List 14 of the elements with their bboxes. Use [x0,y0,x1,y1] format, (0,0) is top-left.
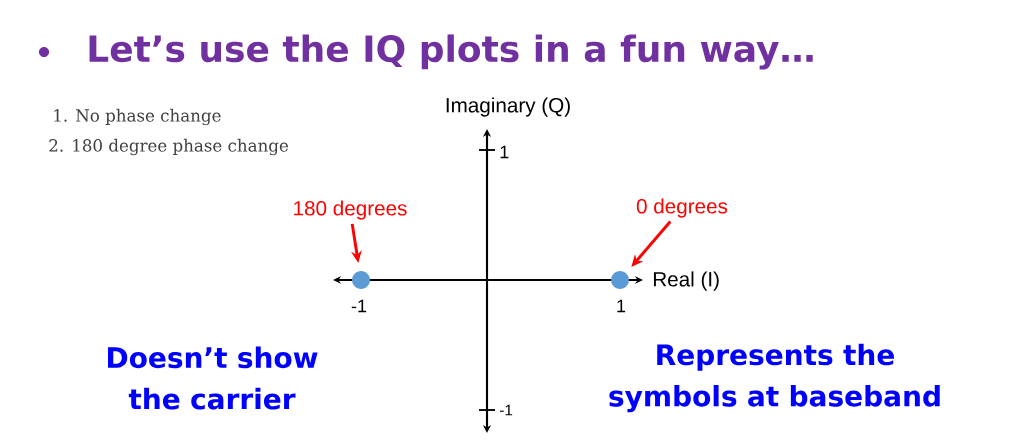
pointer-arrow [631,220,672,267]
note-text: Represents the symbols at baseband [609,343,940,413]
axis-label: Imaginary (Q) [446,97,570,117]
list-item: 2. 180 degree phase change [49,138,288,156]
constellation-point [352,271,370,289]
constellation-point [611,271,629,289]
note-text: Doesn’t show the carrier [108,346,318,410]
list-item: 1. No phase change [54,108,221,126]
angle-label: 0 degrees [636,198,728,218]
slide-title: Let’s use the IQ plots in a fun way… [89,34,813,70]
tick-label: -1 [499,404,513,416]
tick-label: 1 [500,145,509,159]
axis-label: Real (I) [653,271,719,291]
angle-label: 180 degrees [294,200,407,220]
